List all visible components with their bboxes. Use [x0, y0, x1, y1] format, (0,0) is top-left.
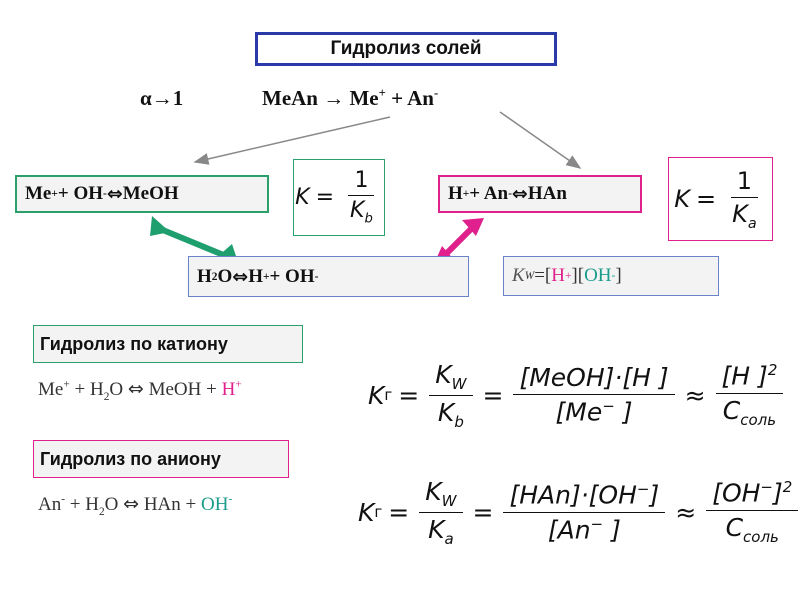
arrow-to-anion-eq — [499, 111, 582, 169]
anion-equilibrium-box: H+ + An-⇔ HAn — [438, 175, 642, 213]
equilibrium-arrow-icon: ⇔ — [232, 265, 249, 288]
cation-hydrolysis-equation: Me+ + H2O ⇔ MeOH + H+ — [38, 378, 242, 403]
dissociation-alpha: α→1 — [140, 86, 184, 110]
equilibrium-arrow-icon: ⇔ — [511, 183, 528, 205]
dissociation-equation: MeAn → Me+ + An- — [262, 86, 439, 110]
equilibrium-arrow-icon: ⇔ — [106, 183, 123, 205]
anion-hydrolysis-equation: An- + H2O ⇔ HAn + OH- — [38, 493, 233, 518]
cation-hydrolysis-label: Гидролиз по катиону — [33, 325, 303, 363]
cation-equilibrium-box: Me+ + OH-⇔ MeOH — [15, 175, 269, 213]
equilibrium-arrow-icon: ⇔ — [123, 493, 140, 515]
title-box: Гидролиз солей — [255, 32, 557, 66]
equilibrium-arrow-icon: ⇔ — [127, 378, 144, 400]
anion-hydrolysis-label: Гидролиз по аниону — [33, 440, 289, 478]
arrow-to-cation-eq — [193, 116, 391, 165]
page-title: Гидролиз солей — [330, 38, 482, 59]
